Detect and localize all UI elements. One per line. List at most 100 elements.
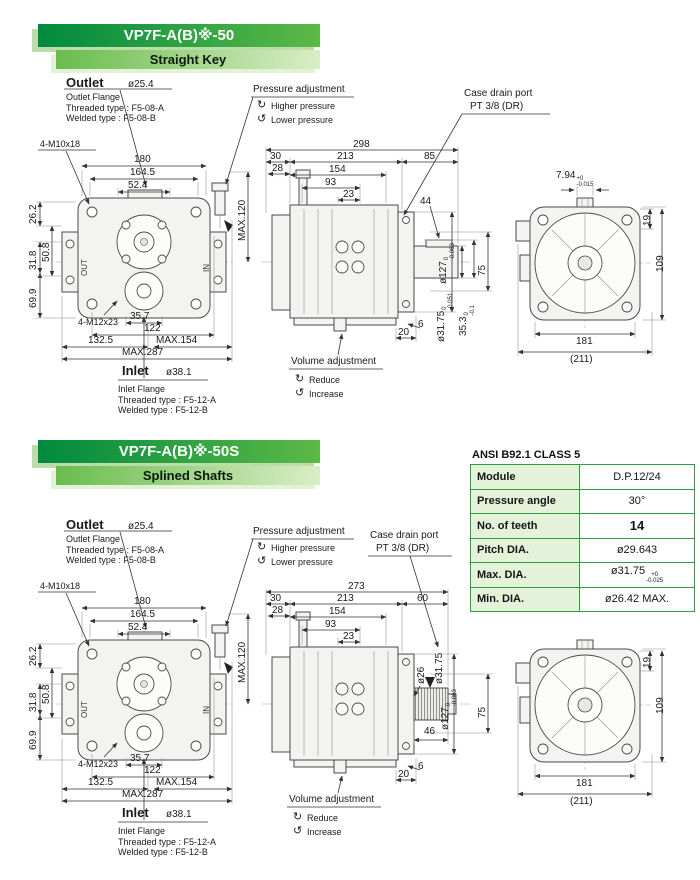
spec-label: Module [470,464,580,490]
s1-increase-label: Increase [309,389,344,399]
s2-outlet-flange-title: Outlet Flange [66,534,121,544]
s1-reduce-label: Reduce [309,375,341,385]
s1-side-view [271,169,459,332]
s2-dim-spline-minor: ø26 [416,666,427,684]
tolerance-upper: +0 [651,571,659,578]
s2-dim-28: 28 [272,605,284,616]
s1-dim-max120: MAX.120 [237,199,248,241]
s2-dim-23: 23 [343,631,355,642]
spec-value: ø29.643 [579,537,695,563]
rotate-cw-icon: ↻ [293,811,303,823]
spec-value: ø31.75+0-0.025 [579,562,695,588]
s2-front-view [61,624,234,761]
tolerance-lower: -0.063 [452,689,459,707]
s1-dim-28: 28 [272,163,284,174]
s2-side-view [271,611,457,774]
s1-dim-85: 85 [424,151,436,162]
s2-dim-122: 122 [144,765,161,776]
s1-dim-109: 109 [655,255,666,272]
s2-dim-180: 180 [134,596,151,607]
s2-dim-132-5: 132.5 [88,777,114,788]
s1-dim-69-9: 69.9 [28,288,39,308]
s1-dim-164-5: 164.5 [130,167,156,178]
s1-outlet-diameter: ø25.4 [128,79,154,90]
s1-lower-pressure-label: Lower pressure [271,115,334,125]
s2-end-view [515,639,641,763]
rotate-ccw-icon: ↺ [257,555,267,567]
s2-dim-50-8: 50.8 [41,684,52,704]
s1-dim-213: 213 [337,151,354,162]
rotate-ccw-icon: ↺ [257,113,267,125]
s2-outlet-label: Outlet [66,517,104,532]
s1-outlet-flange-welded: Welded type : F5-08-B [66,113,156,123]
s1-dim-154: 154 [329,164,346,175]
s1-outlet-label: Outlet [66,75,104,90]
s2-dim-69-9: 69.9 [28,730,39,750]
s2-port-in-label: IN [202,706,211,714]
rotate-cw-icon: ↻ [295,373,305,385]
s1-dim-key-width: 7.94+0-0.015 [556,170,594,189]
s2-inlet-diameter: ø38.1 [166,809,192,820]
spline-standard: ANSI B92.1 CLASS 5 [472,449,581,461]
s2-outlet-diameter: ø25.4 [128,521,154,532]
s1-case-drain-port: PT 3/8 (DR) [470,101,524,112]
s2-bolt-spec-bottom: 4-M12x23 [78,759,119,769]
tolerance-lower: -0.1 [470,305,477,316]
table-row: Max. DIA.ø31.75+0-0.025 [470,562,695,588]
spec-label: Pressure angle [470,488,580,514]
s1-inlet-diameter: ø38.1 [166,367,192,378]
s1-dim-23: 23 [343,189,355,200]
s2-dim-213: 213 [337,593,354,604]
rotate-cw-icon: ↻ [257,99,267,111]
s2-volume-adjustment-label: Volume adjustment [289,794,375,805]
s2-annotation-rules [38,530,452,823]
s1-dim-6: 6 [418,319,424,330]
s1-dim-35-7: 35.7 [130,311,150,322]
s1-dim-50-8: 50.8 [41,242,52,262]
s2-dim-46: 46 [424,726,436,737]
s1-inlet-flange-threaded: Threaded type : F5-12-A [118,395,217,405]
s2-dim-211: (211) [570,796,593,807]
s2-dim-273: 273 [348,581,365,592]
s1-case-drain-label: Case drain port [464,88,533,99]
s2-dim-max120: MAX.120 [237,641,248,683]
s1-annotation-rules [38,88,550,381]
s2-case-drain-port: PT 3/8 (DR) [376,543,430,554]
s1-dim-19: 19 [642,214,653,226]
s2-pressure-adjustment-label: Pressure adjustment [253,526,345,537]
s2-dim-181: 181 [576,778,593,789]
s1-inlet-label: Inlet [122,363,149,378]
s1-dim-52-4: 52.4 [128,180,148,191]
rotate-cw-icon: ↻ [257,541,267,553]
s1-end-view [515,197,641,321]
s1-dim-30: 30 [270,151,282,162]
s1-dim-180: 180 [134,154,151,165]
s2-dim-30: 30 [270,593,282,604]
s2-lower-pressure-label: Lower pressure [271,557,334,567]
tolerance-lower: -0.015 [576,182,594,189]
s1-inlet-flange-welded: Welded type : F5-12-B [118,405,208,415]
s1-bolt-spec-bottom: 4-M12x23 [78,317,119,327]
s2-bolt-spec-top: 4-M10x18 [40,581,81,591]
s1-dim-44: 44 [420,196,432,207]
s1-higher-pressure-label: Higher pressure [271,101,336,111]
s1-dimension-lines [37,147,665,362]
spec-value: 14 [579,513,695,539]
s2-dim-6: 6 [418,761,424,772]
s2-dim-max287: MAX.287 [122,789,164,800]
table-row: Min. DIA.ø26.42 MAX. [470,586,695,612]
tolerance-upper: +0 [576,176,584,182]
s2-port-out-label: OUT [80,701,89,718]
s2-dim-19: 19 [642,656,653,668]
spec-label: Max. DIA. [470,562,580,588]
spec-label: Min. DIA. [470,586,580,612]
s2-increase-label: Increase [307,827,342,837]
s1-leader-lines [65,89,609,378]
